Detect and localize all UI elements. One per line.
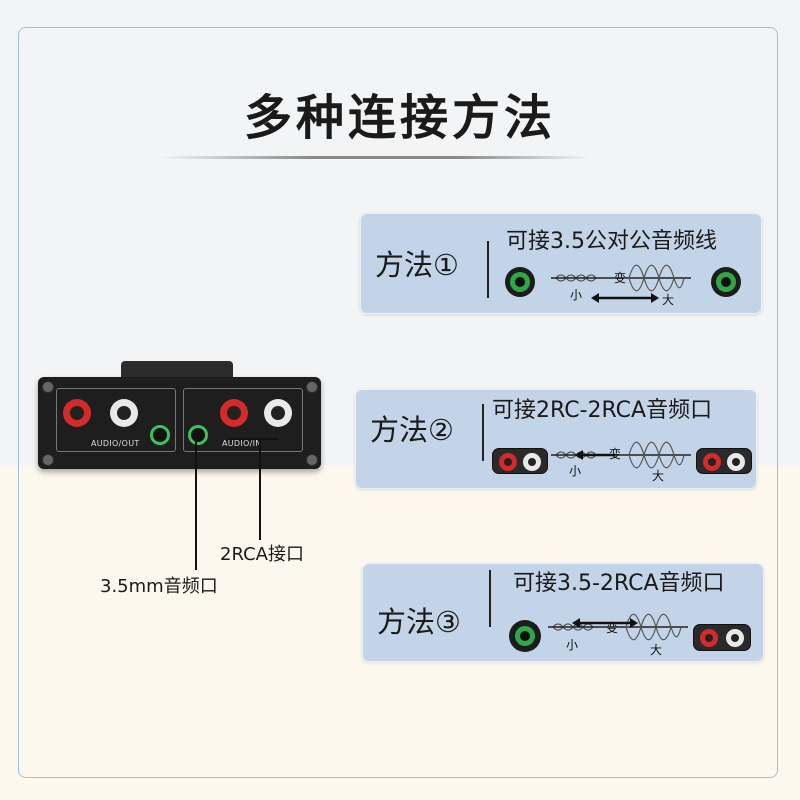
volume-wave-icon (548, 613, 688, 641)
method-description: 可接3.5公对公音频线 (506, 229, 717, 254)
audio-device-image: AUDIO/OUT AUDIO/IN (38, 377, 321, 469)
jack-3-5mm-in-port (188, 425, 208, 445)
page-title: 多种连接方法 (243, 90, 556, 146)
change-label: 变 (609, 447, 622, 461)
method-card-2: 方法② 可接2RC-2RCA音频口 变 小 大 (355, 389, 757, 489)
audio-out-label: AUDIO/OUT (91, 439, 140, 448)
card-divider (487, 241, 489, 298)
volume-wave-icon (551, 441, 691, 469)
rca-bracket-line (228, 438, 278, 440)
small-label: 小 (570, 288, 583, 302)
method-description: 可接2RC-2RCA音频口 (492, 398, 713, 423)
method-description: 可接3.5-2RCA音频口 (513, 571, 725, 596)
method-label: 方法② (370, 413, 454, 447)
big-label: 大 (662, 293, 675, 307)
audio-in-label: AUDIO/IN (222, 439, 262, 448)
rca-plug-icon (696, 448, 752, 474)
rca-red-port (63, 399, 91, 427)
screw-icon (42, 381, 54, 393)
rca-plug-icon (693, 624, 751, 651)
method-card-1: 方法① 可接3.5公对公音频线 变 小 大 (360, 213, 762, 314)
jack-3-5mm-icon (505, 267, 535, 297)
screw-icon (306, 454, 318, 466)
small-label: 小 (566, 638, 579, 652)
jack-3-5mm-out-port (150, 425, 170, 445)
screw-icon (306, 381, 318, 393)
rca-plug-icon (492, 448, 548, 474)
title-underline (160, 156, 590, 159)
rca-red-port (220, 399, 248, 427)
big-label: 大 (652, 469, 665, 483)
method-label: 方法① (375, 248, 459, 282)
audio-in-panel: AUDIO/IN (183, 388, 303, 452)
change-label: 变 (614, 271, 627, 285)
volume-wave-icon (551, 264, 691, 303)
content-frame (18, 27, 778, 778)
audio-out-panel: AUDIO/OUT (56, 388, 176, 452)
rca-white-port (264, 399, 292, 427)
change-label: 变 (606, 621, 619, 635)
rca-callout-label: 2RCA接口 (220, 544, 304, 565)
small-label: 小 (569, 464, 582, 478)
rca-white-port (110, 399, 138, 427)
big-label: 大 (650, 643, 663, 657)
method-card-3: 方法③ 可接3.5-2RCA音频口 变 小 大 (362, 563, 764, 662)
jack-callout-label: 3.5mm音频口 (100, 576, 218, 597)
jack-3-5mm-icon (509, 620, 541, 652)
method-label: 方法③ (377, 605, 461, 639)
card-divider (482, 404, 484, 461)
rca-callout-line (259, 440, 261, 540)
jack-3-5mm-icon (711, 267, 741, 297)
device-knob (121, 361, 233, 379)
screw-icon (42, 454, 54, 466)
card-divider (489, 570, 491, 627)
jack-callout-line (195, 440, 197, 570)
